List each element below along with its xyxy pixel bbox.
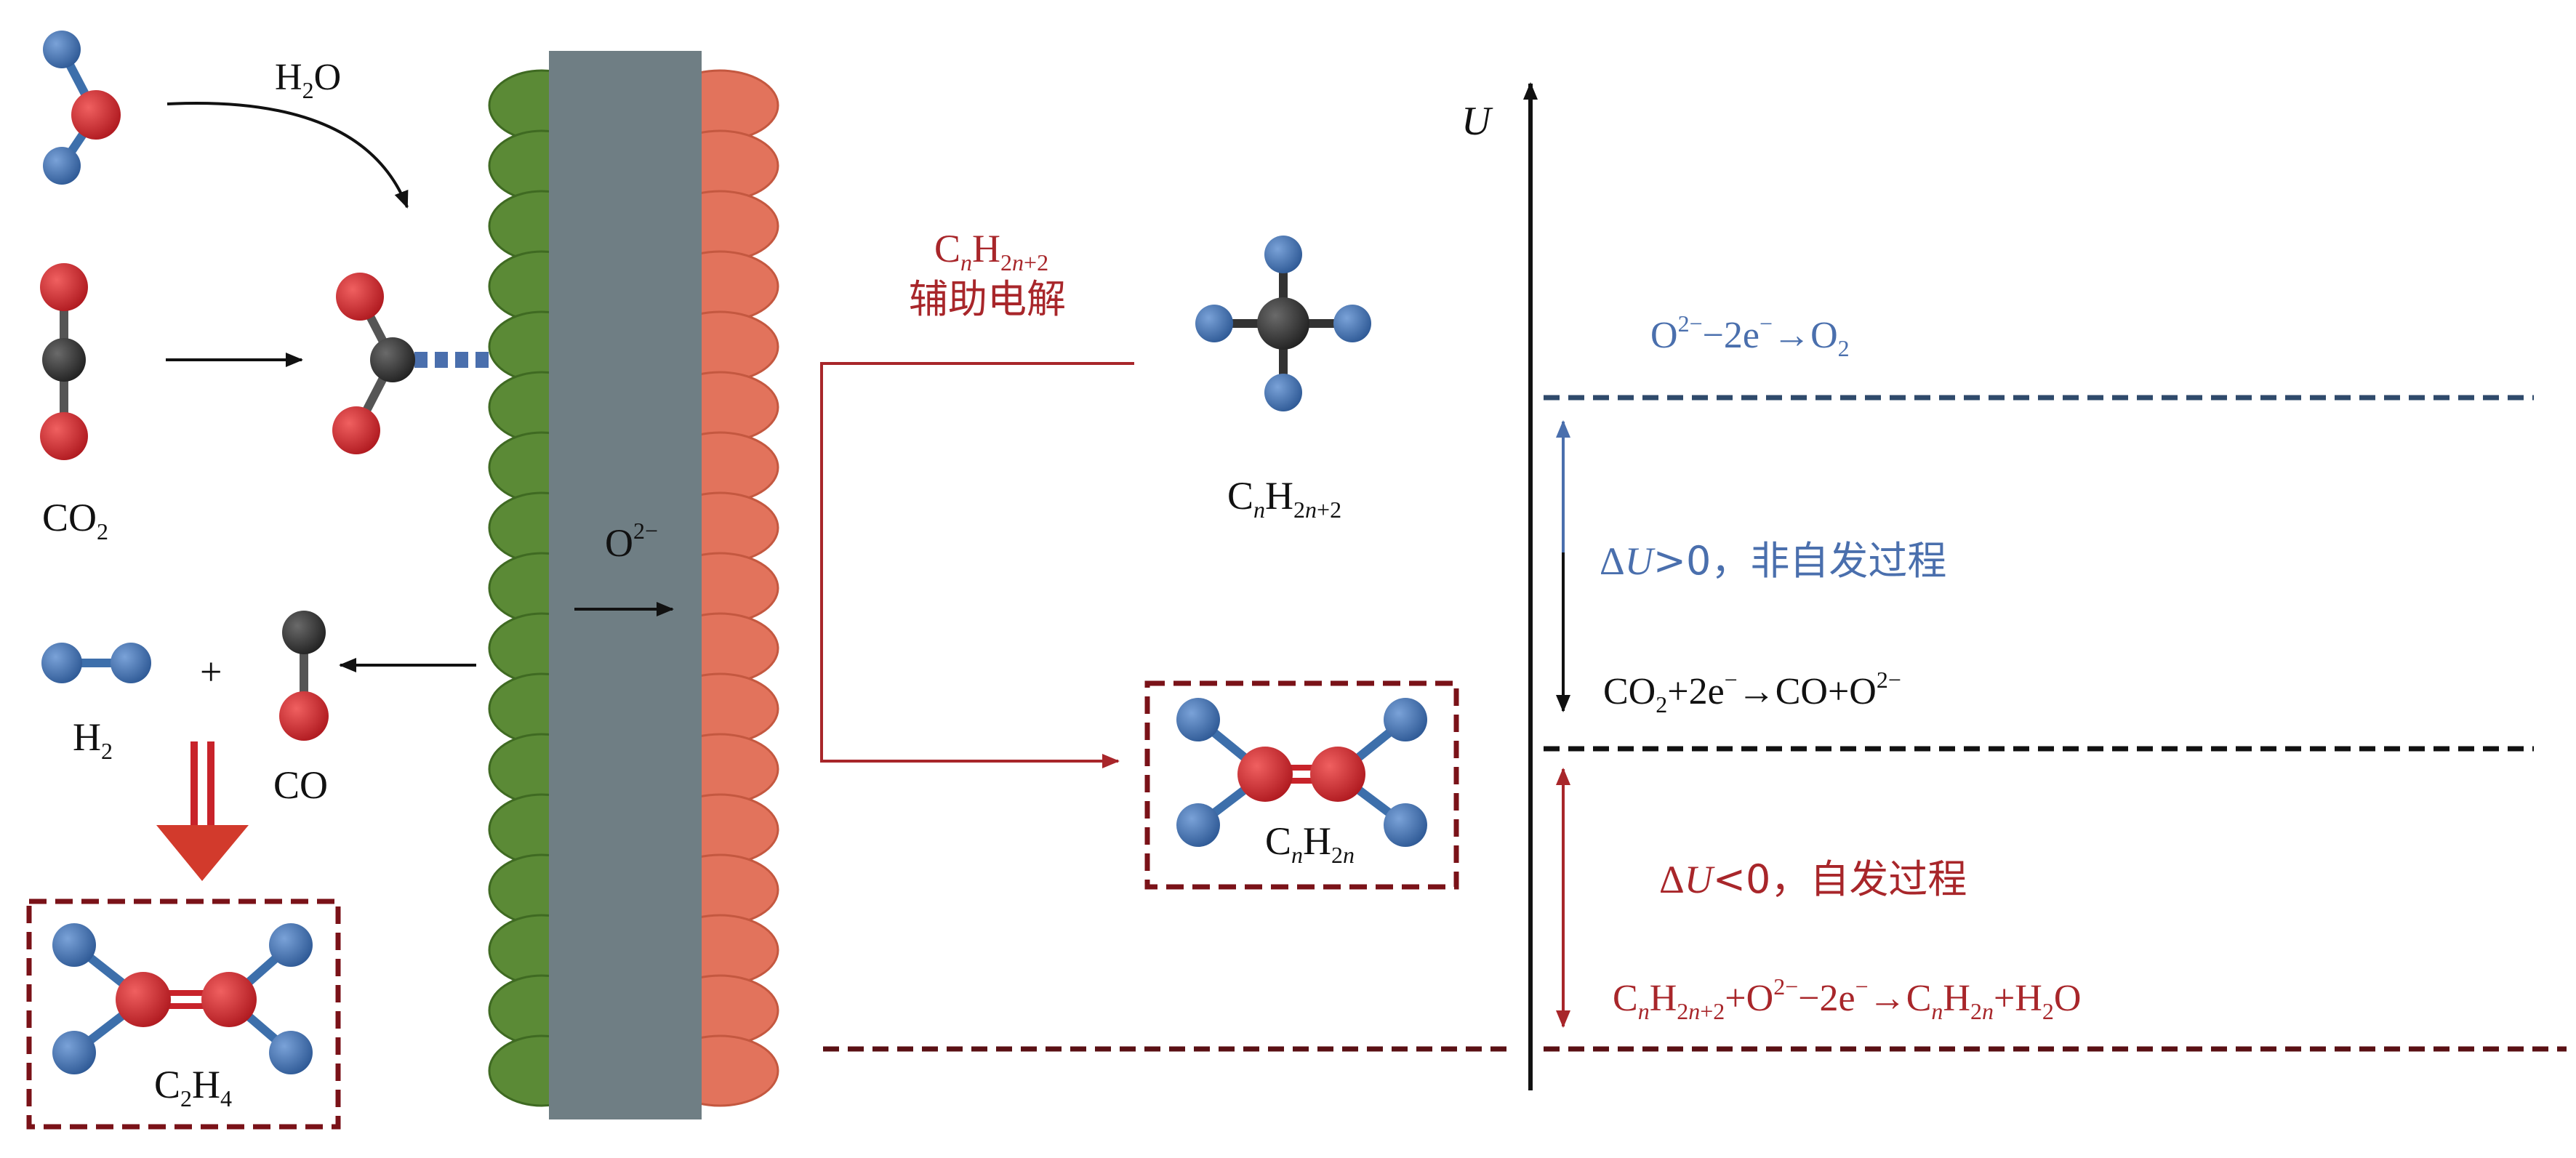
delta-pos-label: ΔU>0，非自发过程: [1600, 538, 1946, 584]
water-arrow: [166, 102, 409, 209]
alkene-label: CnH2n: [1265, 819, 1355, 868]
alkene-box: [1144, 680, 1459, 890]
co-label: CO: [273, 763, 328, 807]
plus-sign: +: [200, 650, 222, 693]
assist-text: 辅助电解: [909, 276, 1066, 322]
water-molecule: [43, 31, 121, 185]
adsorbed-co2: [332, 273, 489, 454]
eq-oxygen: O2−−2e−→O2: [1650, 310, 1850, 361]
water-label: H2O: [275, 57, 341, 103]
ethylene-box: [26, 898, 341, 1130]
alkane-title: CnH2n+2: [934, 227, 1048, 276]
eq-co2: CO2+2e−→CO+O2−: [1603, 667, 1901, 717]
assist-path: [820, 362, 1134, 768]
delta-neg-label: ΔU<0，自发过程: [1659, 856, 1967, 902]
ethylene-molecule: [52, 923, 313, 1074]
co2-label: CO2: [42, 496, 108, 544]
h2-molecule: [41, 643, 151, 683]
co-molecule: [279, 611, 329, 741]
conversion-arrow: [156, 741, 249, 881]
ethylene-label: C2H4: [154, 1063, 232, 1111]
alkane-molecule: [1195, 236, 1371, 411]
h2-label: H2: [73, 715, 113, 764]
alkane-label: CnH2n+2: [1227, 474, 1341, 523]
eq-alkane: CnH2n+2+O2−−2e−→CnH2n+H2O: [1613, 973, 2081, 1024]
co2-molecule: [40, 263, 88, 460]
alkene-molecule: [1176, 698, 1427, 847]
u-axis-label: U: [1461, 99, 1493, 144]
oxide-ion-label: O2−: [605, 518, 658, 565]
electrolyte-layer: [549, 51, 702, 1119]
